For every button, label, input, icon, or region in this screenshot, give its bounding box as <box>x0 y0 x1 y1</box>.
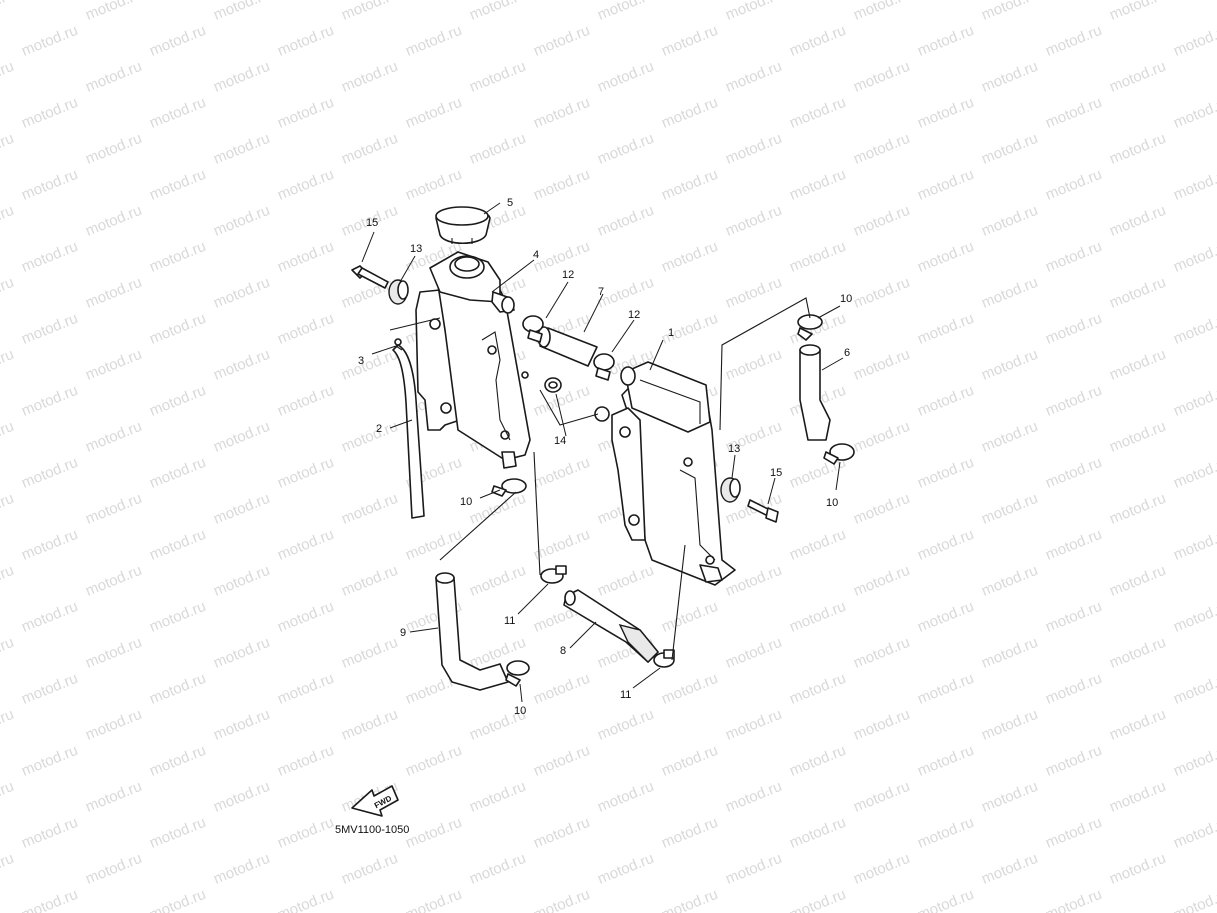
callout-10-upper-right: 10 <box>840 293 852 305</box>
right-radiator[interactable] <box>611 361 736 586</box>
leader-lines <box>361 202 844 703</box>
clip-3[interactable] <box>394 338 403 351</box>
clamp-11-lower[interactable] <box>653 649 675 668</box>
radiator-hose-8[interactable] <box>563 589 659 663</box>
callout-2: 2 <box>376 423 382 435</box>
callout-13-right: 13 <box>728 443 740 455</box>
grommet-13-right[interactable] <box>720 477 741 503</box>
callout-5: 5 <box>507 197 513 209</box>
clamp-10-upper-right[interactable] <box>797 314 823 341</box>
radiator-cap[interactable] <box>435 206 491 245</box>
bolt-15-right[interactable] <box>747 499 779 523</box>
callout-labels: 1 2 3 4 5 6 7 8 9 10 10 10 10 11 11 12 1… <box>358 197 852 717</box>
callout-12-upper: 12 <box>562 269 574 281</box>
callout-14: 14 <box>554 435 566 447</box>
grommet-14-upper[interactable] <box>544 377 562 393</box>
clamp-10-left[interactable] <box>491 478 527 497</box>
callout-1: 1 <box>668 327 674 339</box>
overflow-hose[interactable] <box>392 344 425 519</box>
callout-15-left: 15 <box>366 217 378 229</box>
callout-10-left: 10 <box>460 496 472 508</box>
clamp-10-bottom[interactable] <box>505 660 530 687</box>
left-radiator[interactable] <box>415 251 531 469</box>
clamp-11-upper[interactable] <box>540 565 567 584</box>
fwd-arrow: FWD <box>351 785 399 817</box>
callout-7: 7 <box>598 286 604 298</box>
clamp-12-upper[interactable] <box>522 315 544 343</box>
callout-15-right: 15 <box>770 467 782 479</box>
diagram-code: 5MV1100-1050 <box>335 824 409 836</box>
callout-11-lower: 11 <box>620 689 631 701</box>
bolt-15-left[interactable] <box>351 265 389 289</box>
callout-13-left: 13 <box>410 243 422 255</box>
grommet-13-left[interactable] <box>388 279 409 305</box>
callout-3: 3 <box>358 355 364 367</box>
radiator-hose-6[interactable] <box>799 344 831 441</box>
clamp-10-lower-right[interactable] <box>823 443 855 465</box>
callout-8: 8 <box>560 645 566 657</box>
callout-6: 6 <box>844 347 850 359</box>
radiator-hose-7[interactable] <box>537 326 598 367</box>
callout-10-lower-right: 10 <box>826 497 838 509</box>
callout-9: 9 <box>400 627 406 639</box>
callout-4: 4 <box>533 249 539 261</box>
assembly-lines <box>389 297 811 661</box>
callout-11-upper: 11 <box>504 615 515 627</box>
radiator-hose-9[interactable] <box>435 572 509 691</box>
callout-12-lower: 12 <box>628 309 640 321</box>
grommet-14-lower[interactable] <box>594 406 610 422</box>
callout-10-bottom: 10 <box>514 705 526 717</box>
clamp-12-lower[interactable] <box>593 353 615 381</box>
